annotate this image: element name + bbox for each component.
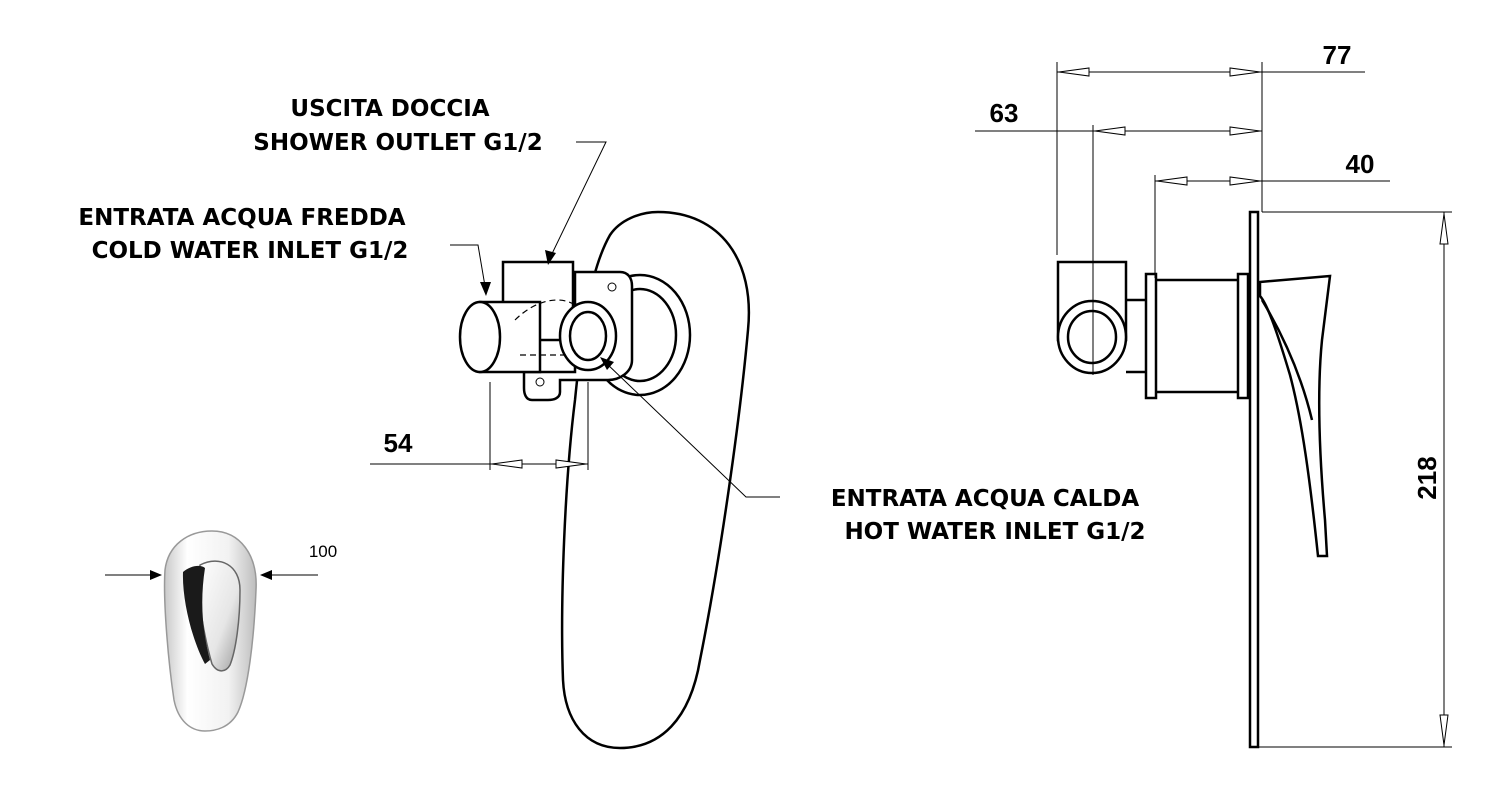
- side-inlet-inner: [1066, 309, 1118, 365]
- product-photo: [105, 530, 318, 732]
- dim-63: [975, 125, 1262, 375]
- side-lever-handle: [1258, 274, 1332, 558]
- side-view: [1056, 210, 1332, 749]
- hot-inlet-label-en: HOT WATER INLET G1/2: [844, 519, 1145, 545]
- dim-218: [1258, 211, 1452, 748]
- front-hot-inlet-inner: [568, 310, 608, 362]
- dim-218-label: 218: [1412, 456, 1442, 499]
- dim-54-label: 54: [384, 428, 413, 458]
- side-valve-body: [1153, 278, 1242, 394]
- shower-outlet-label-en: SHOWER OUTLET G1/2: [253, 130, 542, 156]
- dim-77-label: 77: [1323, 40, 1352, 70]
- side-cover-plate: [1248, 210, 1260, 749]
- front-view: [458, 210, 751, 750]
- dim-63-label: 63: [990, 98, 1019, 128]
- cold-inlet-label-en: COLD WATER INLET G1/2: [92, 238, 409, 264]
- dim-100-label: 100: [309, 542, 337, 561]
- front-cold-inlet-end: [458, 300, 502, 374]
- hot-inlet-label-it: ENTRATA ACQUA CALDA: [831, 486, 1140, 512]
- front-leaders: [450, 141, 780, 498]
- dim-40: [1154, 175, 1390, 278]
- shower-outlet-label-it: USCITA DOCCIA: [290, 96, 489, 122]
- dim-54: [370, 382, 589, 470]
- dim-40-label: 40: [1346, 149, 1375, 179]
- cold-inlet-label-it: ENTRATA ACQUA FREDDA: [78, 205, 405, 231]
- dim-77: [1056, 62, 1365, 255]
- photo-lever: [197, 560, 241, 672]
